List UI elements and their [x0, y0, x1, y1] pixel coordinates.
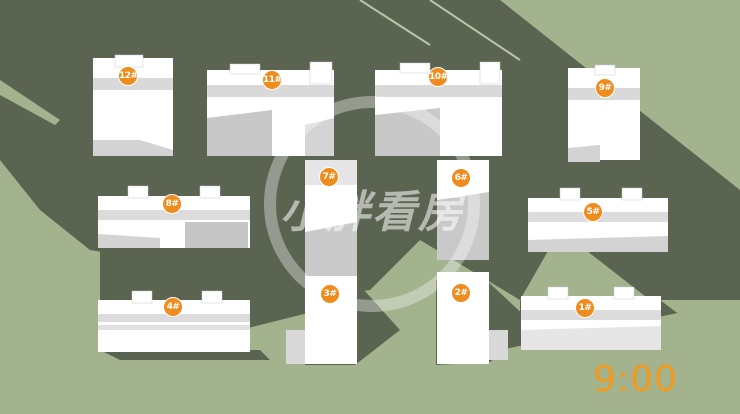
watermark-text: 小胖看房 [280, 187, 464, 238]
building-2[interactable] [437, 272, 508, 364]
ground-stripe-mid [230, 360, 330, 414]
building-11[interactable] [207, 61, 334, 156]
time-readout: 9:00 [593, 359, 678, 400]
ground-stripe-right [520, 0, 740, 140]
building-label-12[interactable]: 12# [118, 66, 138, 86]
building-label-8[interactable]: 8# [162, 194, 182, 214]
ground-stripe-left [0, 80, 60, 125]
building-label-3[interactable]: 3# [320, 284, 340, 304]
shadow-building-4 [98, 350, 270, 360]
building-7[interactable] [305, 160, 357, 288]
building-label-5[interactable]: 5# [583, 202, 603, 222]
ground-line-1 [359, 0, 431, 46]
building-label-1[interactable]: 1# [575, 298, 595, 318]
building-label-7[interactable]: 7# [319, 167, 339, 187]
building-label-11[interactable]: 11# [262, 70, 282, 90]
ground-line-2 [429, 0, 521, 61]
building-label-9[interactable]: 9# [595, 78, 615, 98]
ground-stripe-bottom [0, 300, 160, 414]
building-label-6[interactable]: 6# [451, 168, 471, 188]
building-10[interactable] [375, 61, 502, 156]
ground-stripe-lower-left [0, 200, 90, 280]
ground-stripe-right-bottom [450, 300, 740, 414]
building-label-4[interactable]: 4# [163, 297, 183, 317]
building-label-10[interactable]: 10# [428, 67, 448, 87]
building-label-2[interactable]: 2# [451, 283, 471, 303]
